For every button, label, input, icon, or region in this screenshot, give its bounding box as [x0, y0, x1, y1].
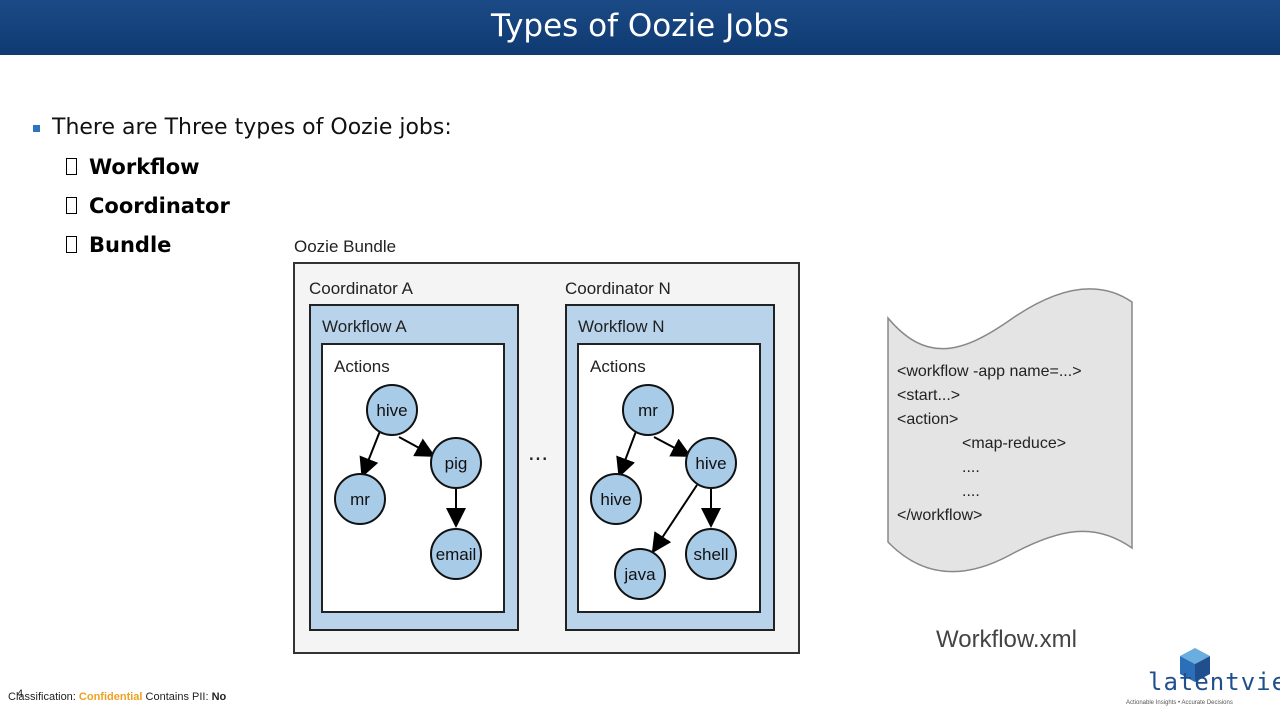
node-java: java — [614, 548, 666, 600]
svg-text:email: email — [436, 545, 477, 564]
svg-text:java: java — [623, 565, 656, 584]
node-hive: hive — [590, 473, 642, 525]
bullet-marker — [33, 125, 40, 132]
slide-title: Types of Oozie Jobs — [490, 8, 790, 44]
coordinator-a-label: Coordinator A — [309, 279, 414, 298]
bullet-bundle: Bundle — [66, 233, 171, 257]
node-shell: shell — [685, 528, 737, 580]
edge-hive-mr — [359, 425, 383, 478]
xml-line: <workflow -app name=...> — [897, 363, 1082, 380]
oozie-bundle-diagram: Oozie Bundle Coordinator A Coordinator N… — [293, 237, 800, 654]
bullet-workflow: Workflow — [66, 155, 200, 179]
xml-line: <map-reduce> — [962, 435, 1067, 452]
svg-text:hive: hive — [376, 401, 407, 420]
latentview-logo-icon — [1180, 648, 1210, 682]
edge-mr-hive2 — [653, 436, 692, 457]
main-bullet: There are Three types of Oozie jobs: — [52, 115, 452, 140]
xml-line: .... — [962, 459, 980, 476]
ellipsis: ... — [528, 439, 548, 466]
checkbox-icon — [66, 236, 77, 253]
xml-line: </workflow> — [897, 507, 983, 524]
actions-a-label: Actions — [334, 357, 390, 376]
node-mr: mr — [622, 384, 674, 436]
svg-text:hive: hive — [695, 454, 726, 473]
node-pig: pig — [430, 437, 482, 489]
logo-tagline: Actionable Insights • Accurate Decisions — [1126, 700, 1233, 706]
svg-text:hive: hive — [600, 490, 631, 509]
workflow-a-label: Workflow A — [322, 317, 407, 336]
page-number: 4 — [17, 688, 24, 700]
node-hive: hive — [366, 384, 418, 436]
svg-text:mr: mr — [350, 490, 370, 509]
bullet-coordinator: Coordinator — [66, 194, 230, 218]
actions-n-label: Actions — [590, 357, 646, 376]
logo-wordmark: latentview — [1148, 668, 1280, 696]
node-hive: hive — [685, 437, 737, 489]
xml-line: <start...> — [897, 387, 961, 404]
checkbox-icon — [66, 158, 77, 175]
bundle-label: Oozie Bundle — [294, 237, 396, 256]
classification-footer: Classification: Confidential Contains PI… — [8, 691, 227, 703]
xml-line: <action> — [897, 411, 959, 428]
workflow-n-label: Workflow N — [578, 317, 665, 336]
node-email: email — [430, 528, 482, 580]
coordinator-n-label: Coordinator N — [565, 279, 671, 298]
title-bar — [0, 0, 1280, 55]
xml-line: .... — [962, 483, 980, 500]
workflow-xml-caption: Workflow.xml — [936, 626, 1077, 653]
edge-hive-java — [651, 484, 698, 554]
svg-text:shell: shell — [694, 545, 729, 564]
edge-hive-pig — [398, 436, 436, 457]
node-mr: mr — [334, 473, 386, 525]
svg-text:mr: mr — [638, 401, 658, 420]
workflow-xml-document — [887, 288, 1133, 573]
checkbox-icon — [66, 197, 77, 214]
svg-text:pig: pig — [445, 454, 468, 473]
edge-mr-hive — [616, 425, 639, 478]
